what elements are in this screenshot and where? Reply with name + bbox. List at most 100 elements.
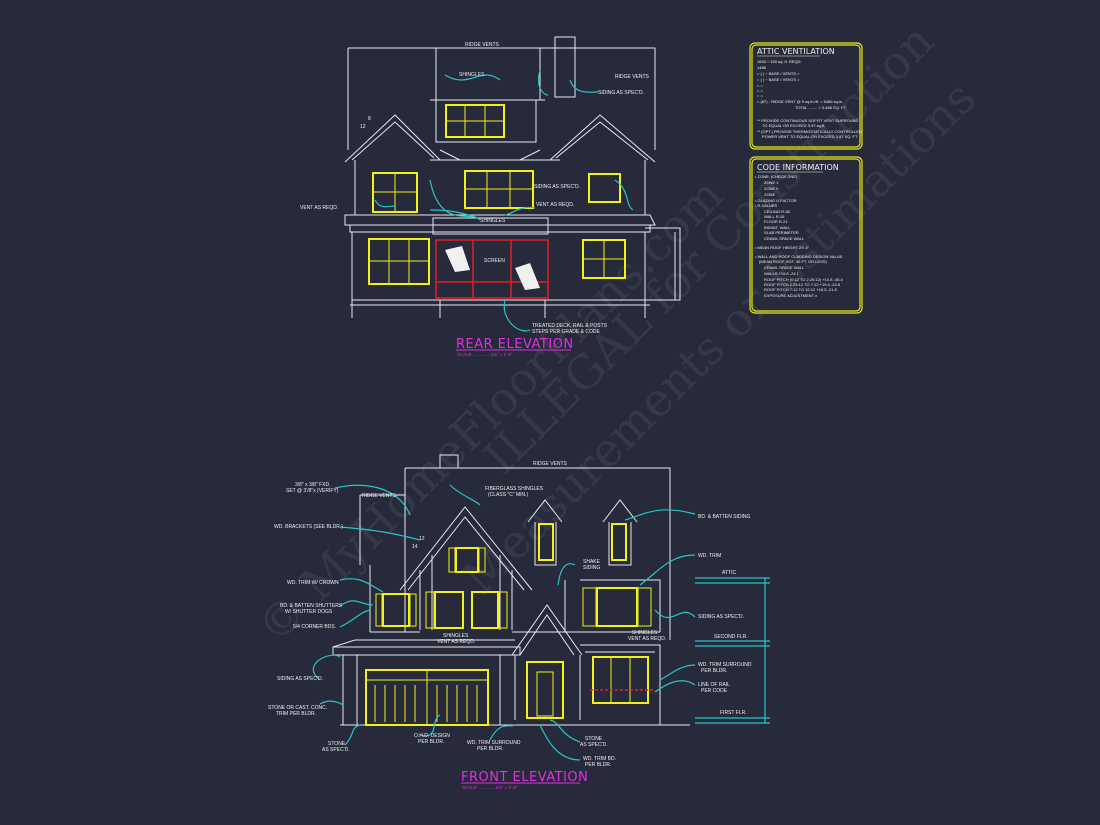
attic-line: TOTAL ........ = 5.486 SQ. FT. (795, 105, 847, 110)
attic-line: = = (757, 83, 763, 88)
level-second-floor: SECOND FLR. (714, 634, 748, 640)
pitch-label: 14 (412, 544, 418, 550)
code-line: • WALL AND ROOF CLADDING DESIGN VALUE: (755, 254, 843, 259)
label: PER BLDR. (477, 746, 503, 752)
pitch-label: 8 (368, 116, 371, 122)
label: RIDGE VENTS (615, 74, 650, 80)
code-information-title: CODE INFORMATION (757, 163, 839, 172)
label: PER BLDR. (701, 668, 727, 674)
watermark: © MyHomeFloorPlans.com ILLEGAL for Const… (247, 14, 986, 655)
label: RIDGE VENTS (533, 461, 568, 467)
label: SET @ 3'/8"x (VERIFY) (286, 488, 339, 494)
label: 3/8" x 3/8" FXD. (295, 482, 331, 488)
label: LINE OF RAIL (698, 682, 730, 688)
code-line: CRAWL SPACE WALL (764, 236, 805, 241)
code-line: FLOOR R-21 (764, 219, 788, 224)
code-line: ZONE (764, 192, 775, 197)
label: PER CODE (701, 688, 728, 694)
dormer-window (538, 523, 554, 561)
attic-line: = ( ) ÷ BASE / VENTS = (757, 77, 800, 82)
label: FIBERGLASS SHINGLES (485, 486, 544, 492)
code-line: WALL R-15 (764, 214, 785, 219)
label: AS SPEC'D. (580, 742, 608, 748)
code-line: CEILING R-38 (764, 209, 791, 214)
label: RIDGE VENTS (362, 493, 397, 499)
gable-window (455, 547, 479, 573)
label: WD. TRIM SURROUND (698, 662, 752, 668)
label: RIDGE VENTS (465, 42, 500, 48)
code-line: ZONE 1 (764, 180, 779, 185)
level-first-floor: FIRST FLR. (720, 710, 747, 716)
attic-line: POWER VENT TO EQUAL OR EXCEED 3.97 SQ. F… (762, 134, 858, 139)
chimney (554, 36, 576, 98)
label: BD. & BATTEN SIDING (698, 514, 751, 520)
label: SHINGLES (443, 633, 469, 639)
label: AS SPEC'D. (322, 747, 350, 753)
screen-porch (435, 239, 549, 299)
label: 5/4 CORNER BDS. (293, 624, 336, 630)
attic-ventilation-table: ATTIC VENTILATION 1843 ÷ 150 sq. ft. REQ… (749, 42, 863, 150)
front-window (592, 656, 649, 704)
code-line: CRAWL SPACE WALL (764, 265, 805, 270)
label: SCREEN (484, 258, 505, 264)
label: VENT AS REQD. (628, 636, 666, 642)
code-line: ZONE II (764, 186, 778, 191)
label: TRIM PER BLDR. (276, 711, 316, 717)
attic-ventilation-title: ATTIC VENTILATION (757, 47, 835, 56)
attic-line: ** (OPT.) PROVIDE THERMOSTATICALLY CONTR… (757, 129, 862, 134)
label: SHINGLES (632, 630, 658, 636)
label: STONE OR CAST. CONC. (268, 705, 327, 711)
label: VENT AS REQD. (536, 202, 574, 208)
pitch-label: 12 (360, 124, 366, 130)
code-line: EXPOSURE ADJUSTMENT x (764, 293, 817, 298)
front-elevation: ATTIC SECOND FLR. FIRST FLR. RIDGE VENTS… (268, 454, 770, 790)
code-information-table: CODE INFORMATION • ZONE: (CHECK ONE) ZON… (749, 156, 863, 314)
label: SIDING (583, 565, 600, 571)
label: W/ SHUTTER DOGS (285, 609, 333, 615)
attic-line: ** PROVIDE CONTINUOUS SOFFIT VENT SURROU… (757, 118, 859, 123)
attic-line: = = (757, 88, 763, 93)
code-line: BSMNT. WALL (764, 225, 791, 230)
label: WD. TRIM (698, 553, 721, 559)
label: VENT AS REQD. (300, 205, 338, 211)
front-window (471, 591, 499, 629)
label: PER BLDR. (585, 762, 611, 768)
code-line: WALLS +19.8 -24.1 (764, 271, 800, 276)
label: WD. TRIM SURROUND (467, 740, 521, 746)
rear-elevation: RIDGE VENTS SHINGLES RIDGE VENTS SIDING … (300, 36, 681, 357)
rear-window (588, 173, 621, 203)
label: WD. BRACKETS (SEE BLDR.) (274, 524, 343, 530)
label: SIDING AS SPEC'D. (277, 676, 323, 682)
attic-line: = (87) - RIDGE VENT @ 9 sq.in./ft. = 548… (757, 99, 843, 104)
front-elevation-title: FRONT ELEVATION (461, 770, 588, 785)
rear-scale: SCALE: ............ 1/4" = 1'-0" (457, 352, 513, 357)
dormer-window (611, 523, 627, 561)
glass-reflection (445, 246, 470, 272)
label: STONE (328, 741, 346, 747)
label: SHINGLES (459, 72, 485, 78)
attic-line: = ( ) ÷ BASE / VENTS = (757, 71, 800, 76)
code-line: (MEAN ROOF HGT. 30 FT. OR LESS) (759, 259, 827, 264)
label: (CLASS "C" MIN.) (488, 492, 529, 498)
label: STEPS PER GRADE & CODE (532, 329, 600, 335)
front-door (526, 661, 564, 719)
attic-line: 1843 ÷ 150 sq. ft. REQD. (757, 59, 802, 64)
svg-text:ILLEGAL for Construction: ILLEGAL for Construction (473, 14, 944, 485)
label: SIDING AS SPEC'D. (598, 90, 644, 96)
pitch-label: 12 (419, 536, 425, 542)
label: WD. TRIM BD. (583, 756, 616, 762)
front-window (382, 593, 410, 627)
attic-line: TO EQUAL OR EXCEED 3.97 sq.ft. (762, 123, 825, 128)
code-line: • MEAN ROOF HEIGHT 29'-5" (755, 245, 810, 250)
label: SHAKE (583, 559, 601, 565)
attic-line: = = (757, 93, 763, 98)
label: SIDING AS SPEC'D. (698, 614, 744, 620)
label: PER BLDR. (418, 739, 444, 745)
rear-elevation-title: REAR ELEVATION (456, 337, 574, 352)
level-attic: ATTIC (722, 570, 736, 576)
code-line: • R-VALUES (755, 203, 778, 208)
label: SIDING AS SPEC'D. (534, 184, 580, 190)
label: VENT AS REQD. (437, 639, 475, 645)
code-line: • GLAZING U-FACTOR (755, 198, 797, 203)
